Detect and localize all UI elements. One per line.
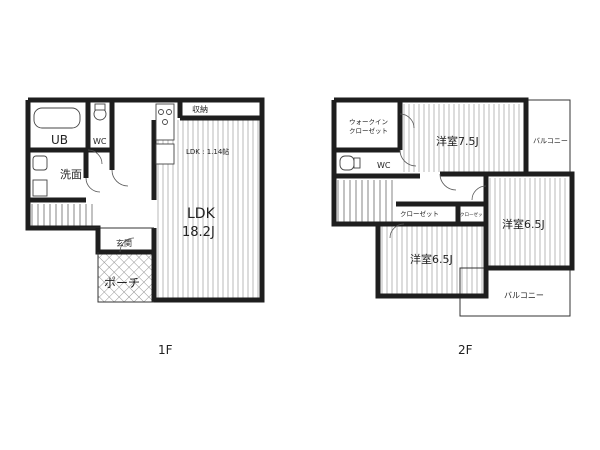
kitchen-sink [155,143,175,165]
wash-basin [32,155,48,171]
stove-burner [166,109,172,115]
room-western-6-5-bottom: 洋室6.5J [410,252,453,266]
door-wc-1f [87,149,103,165]
room-storage: 収納 [192,104,208,114]
wall-porch [97,252,154,303]
stairs-2f [337,180,393,222]
floor-1: UB WC 洗面 収納 LDK : 1.14帖 LDK 18.2J 玄関 ポーチ… [25,97,265,357]
balcony-bottom-label: バルコニー [504,291,544,300]
room-western-7-5: 洋室7.5J [436,134,479,148]
washing-machine [32,179,48,197]
room-ldk: LDK [187,206,216,222]
room-porch: ポーチ [104,276,140,290]
room-small-closet: クローゼット [460,211,487,218]
room-entrance: 玄関 [116,238,132,248]
room-ub: UB [51,133,68,147]
room-wic-line1: ウォークイン [349,118,388,126]
room-6-5-bottom-floor-boards [381,226,483,294]
balcony-top-label: バルコニー [533,137,568,145]
door-wash [85,177,101,193]
ldk-floor-boards [157,120,259,298]
door-75 [439,173,457,191]
porch-floor-cross [98,252,154,302]
toilet-tank-1f [94,103,106,111]
door-65b [389,223,405,239]
room-closet: クローゼット [400,209,439,218]
ldk-area-note: LDK : 1.14帖 [186,147,229,156]
bathtub [33,107,81,129]
floor-2: ウォークイン クローゼット WC クローゼット クローゼット 洋室7.5J 洋室… [331,97,575,357]
room-wc-2f: WC [377,161,391,170]
floor-label-2f: 2F [458,343,473,357]
stairs-1f [31,204,93,226]
room-western-6-5-right: 洋室6.5J [502,217,545,231]
door-65a [471,185,487,201]
toilet-tank-2f [353,157,361,169]
floor-label-1f: 1F [158,343,173,357]
door-hall [111,169,129,187]
stove-burner [158,109,164,115]
room-ldk-size: 18.2J [182,225,215,240]
stove-burner [162,119,168,125]
room-washroom: 洗面 [60,168,82,181]
door-entrance [119,237,135,253]
door-wic [399,113,415,129]
door-wc-2f [399,149,417,167]
room-wc-1f: WC [93,137,107,146]
room-wic-line2: クローゼット [349,126,388,135]
toilet-2f [339,155,355,171]
